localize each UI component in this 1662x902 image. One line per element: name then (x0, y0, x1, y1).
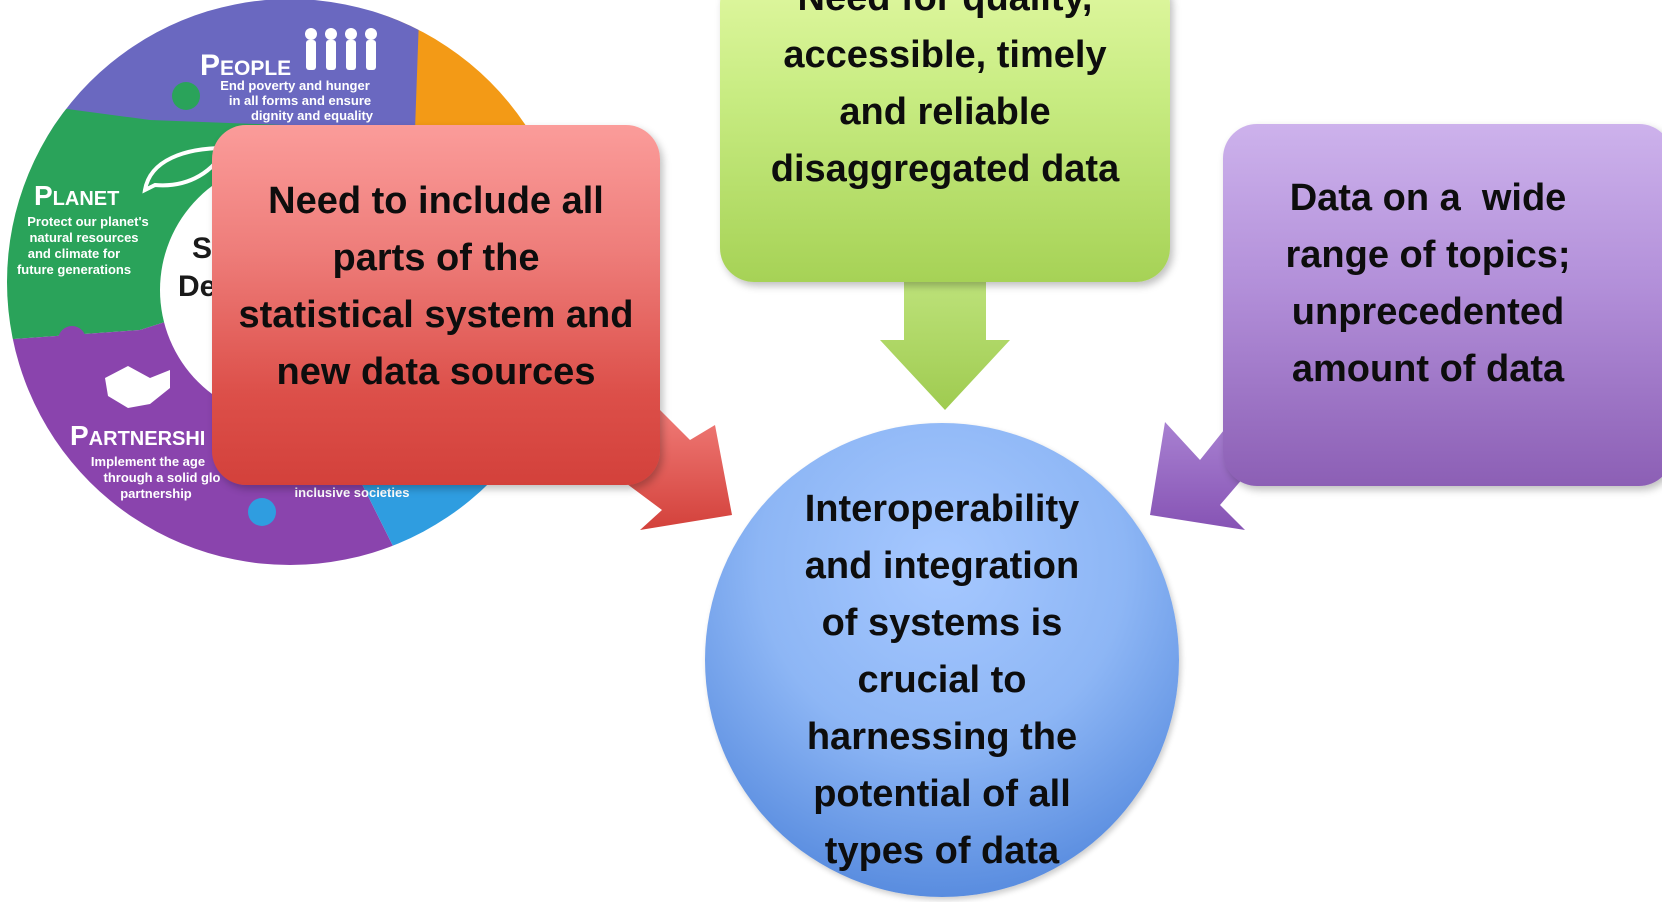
green-arrow (880, 280, 1010, 410)
partnership-line-2: through a solid glo (104, 470, 221, 485)
box-wide-range-topics-text: Data on a wide range of topics; unpreced… (1285, 170, 1570, 398)
box-red-line-2: parts of the (332, 237, 540, 279)
box-purple-line-4: amount of data (1291, 348, 1565, 390)
box-red-line-3: statistical system and (238, 294, 634, 336)
box-purple-line-2: range of topics; (1285, 234, 1571, 276)
people-line-3: dignity and equality (251, 108, 374, 123)
people-line-2: in all forms and ensure (229, 93, 371, 108)
box-wide-range-topics: Data on a wide range of topics; unpreced… (1223, 124, 1662, 486)
partnership-line-1: Implement the age (91, 454, 205, 469)
center-line-2: and integration (804, 544, 1080, 587)
planet-heading: Planet (34, 180, 119, 211)
center-line-6: potential of all (813, 772, 1071, 815)
center-line-1: Interoperability (804, 487, 1080, 530)
box-include-all-parts: Need to include all parts of the statist… (212, 125, 660, 485)
box-include-all-parts-text: Need to include all parts of the statist… (239, 173, 634, 401)
center-line-3: of systems is (821, 601, 1063, 644)
partnership-heading: Partnershi (70, 420, 205, 451)
planet-line-4: future generations (17, 262, 131, 277)
puzzle-knob (172, 82, 200, 110)
box-green-line-2: accessible, timely (783, 34, 1107, 76)
peace-line-1: inclusive societies (295, 485, 410, 500)
puzzle-knob (58, 326, 86, 354)
planet-line-3: and climate for (28, 246, 120, 261)
handshake-icon (105, 366, 170, 408)
box-quality-data-text: Need for quality, accessible, timely and… (771, 0, 1119, 198)
planet-line-1: Protect our planet's (27, 214, 149, 229)
sdg-center-fragment-1: S (192, 232, 212, 265)
box-purple-line-1: Data on a wide (1289, 177, 1567, 219)
partnership-line-3: partnership (120, 486, 192, 501)
people-heading: People (200, 49, 291, 82)
center-interoperability-circle: Interoperability and integration of syst… (705, 423, 1179, 897)
planet-line-2: natural resources (29, 230, 138, 245)
center-line-4: crucial to (857, 658, 1027, 701)
sdg-center-fragment-2: De (178, 270, 216, 303)
box-quality-data: Need for quality, accessible, timely and… (720, 0, 1170, 282)
box-red-line-4: new data sources (276, 351, 596, 393)
puzzle-knob (248, 498, 276, 526)
box-purple-line-3: unprecedented (1291, 291, 1565, 333)
box-red-line-1: Need to include all (268, 180, 604, 222)
box-green-line-3: and reliable (839, 91, 1051, 133)
center-line-7: types of data (824, 829, 1060, 872)
box-green-line-4: disaggregated data (770, 148, 1120, 190)
people-icon (305, 28, 377, 70)
people-line-1: End poverty and hunger (220, 78, 370, 93)
box-green-line-1: Need for quality, (771, 0, 1119, 27)
center-interoperability-text: Interoperability and integration of syst… (805, 481, 1080, 880)
center-line-5: harnessing the (806, 715, 1078, 758)
